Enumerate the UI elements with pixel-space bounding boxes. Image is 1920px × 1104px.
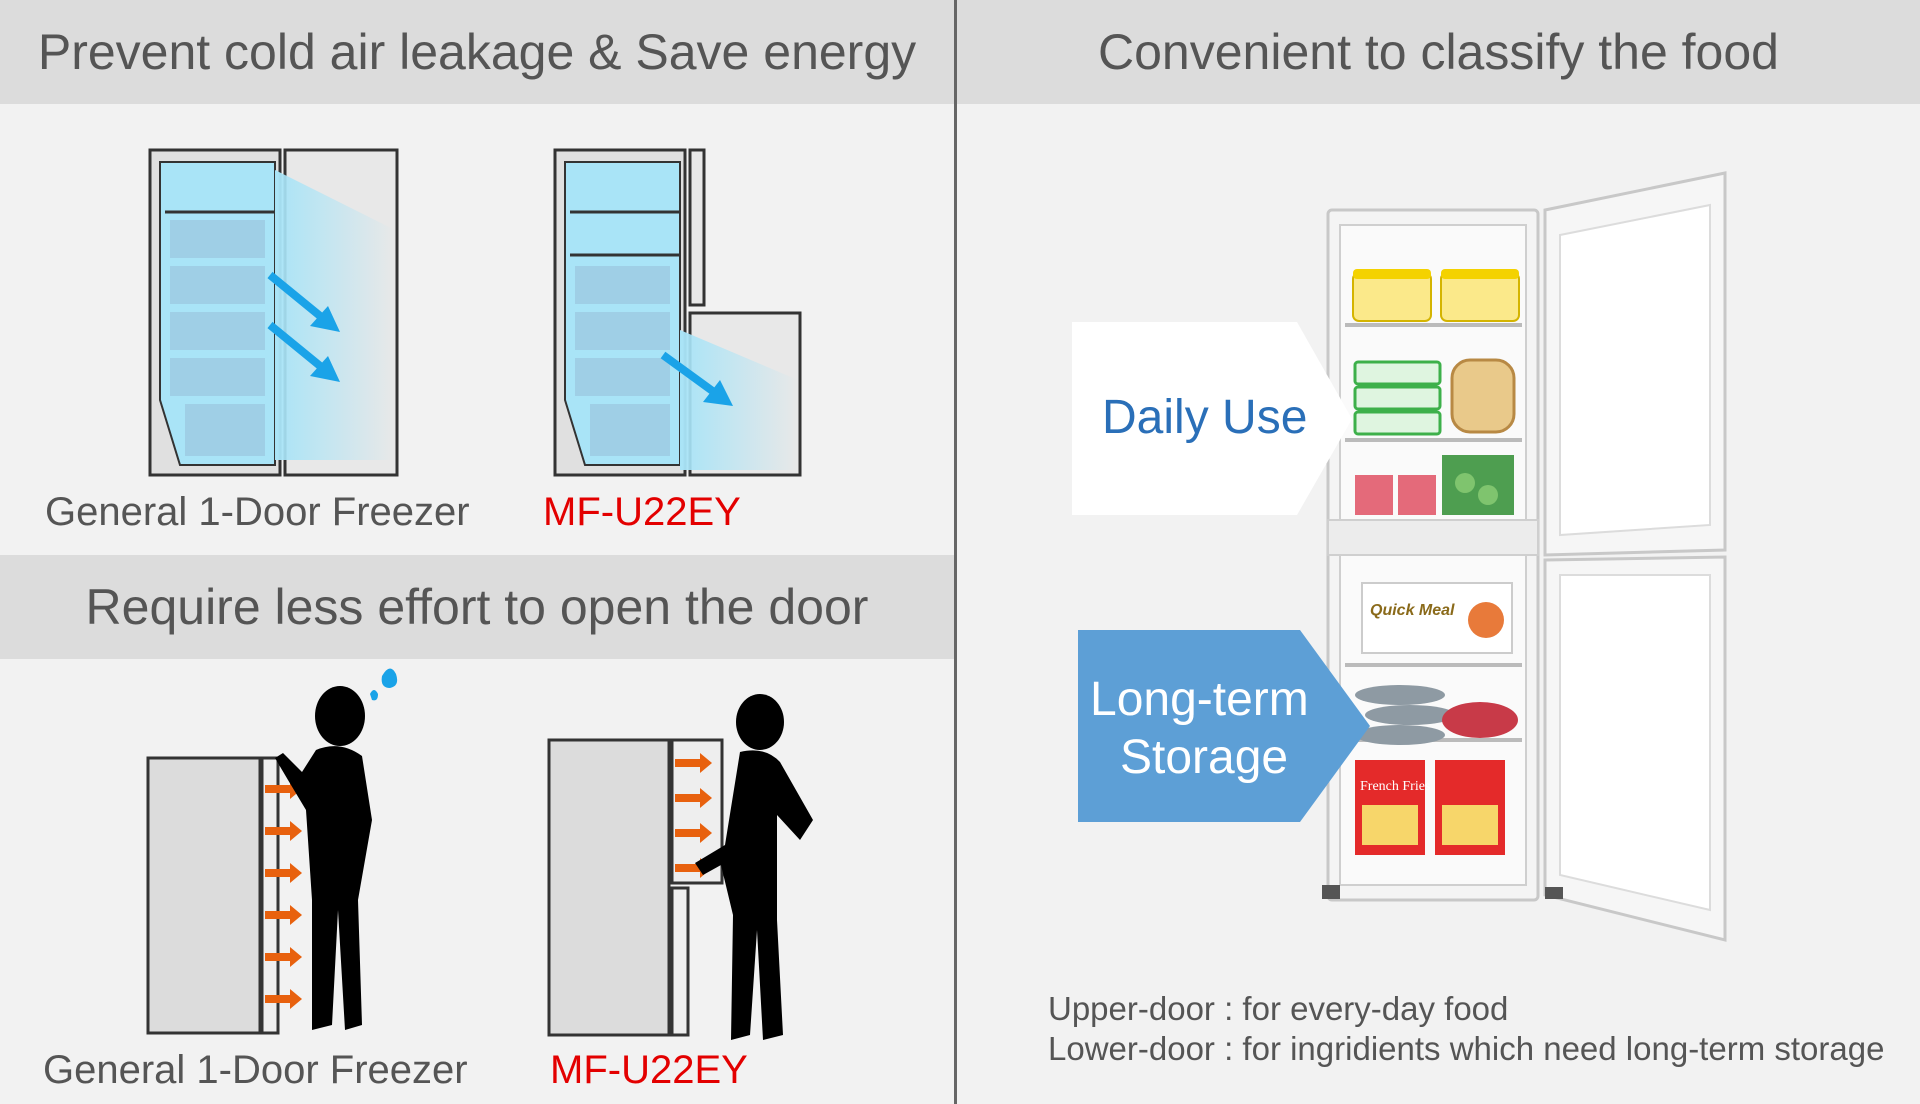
- model-freezer-effort-illustration: [547, 694, 813, 1040]
- classify-section-title: Convenient to classify the food: [1098, 24, 1779, 80]
- general-freezer-leak-illustration: [148, 148, 399, 477]
- daily-use-callout: [1072, 322, 1352, 515]
- long-term-label-line2: Storage: [1120, 731, 1289, 784]
- french-fries-text: French Fries: [1360, 779, 1430, 794]
- classify-section-header: Convenient to classify the food: [957, 0, 1920, 104]
- model-label-bottom: MF-U22EY: [550, 1048, 748, 1092]
- model-label-top: MF-U22EY: [543, 490, 741, 534]
- upper-door-note: Upper-door : for every-day food: [1048, 990, 1509, 1027]
- vertical-divider: [954, 0, 957, 1104]
- quick-meal-text: Quick Meal: [1370, 602, 1455, 619]
- lower-door-note: Lower-door : for ingridients which need …: [1048, 1030, 1885, 1067]
- leak-section-title: Prevent cold air leakage & Save energy: [37, 24, 917, 80]
- effort-section-title: Require less effort to open the door: [85, 579, 869, 635]
- model-freezer-leak-illustration: [553, 148, 802, 477]
- refrigerator-open-illustration: Quick Meal French Fries: [1322, 171, 1727, 942]
- daily-use-label: Daily Use: [1102, 391, 1308, 444]
- leak-section-header: Prevent cold air leakage & Save energy: [0, 0, 954, 104]
- effort-section-header: Require less effort to open the door: [0, 555, 954, 659]
- general-freezer-label-top: General 1-Door Freezer: [45, 490, 470, 534]
- long-term-label-line1: Long-term: [1090, 673, 1309, 726]
- general-freezer-effort-illustration: [146, 668, 398, 1035]
- long-term-storage-callout: [1078, 630, 1370, 822]
- general-freezer-label-bottom: General 1-Door Freezer: [43, 1048, 468, 1092]
